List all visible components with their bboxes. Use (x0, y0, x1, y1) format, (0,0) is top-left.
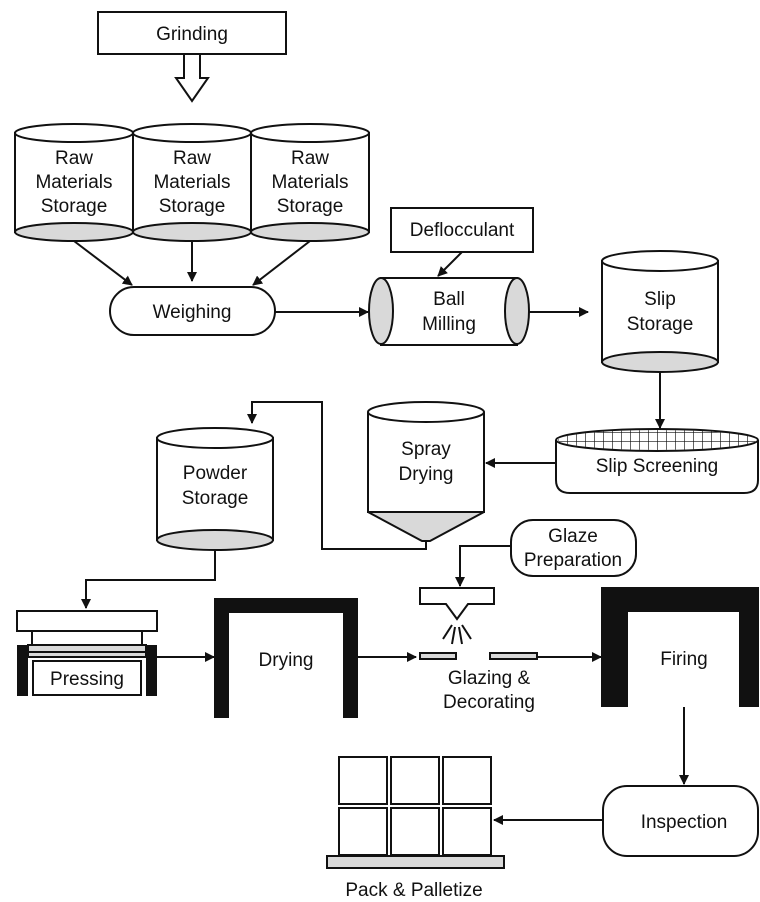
glaze-preparation-node: Glaze Preparation (510, 519, 637, 577)
raw-storage-1-line-3: Storage (41, 196, 108, 217)
grinding-label: Grinding (156, 24, 228, 45)
powder-storage-node: Powder Storage (156, 427, 274, 551)
grinding-node: Grinding (97, 11, 287, 55)
glaze-preparation-line-2: Preparation (524, 550, 622, 571)
pressing-node: Pressing (16, 610, 158, 696)
weighing-label: Weighing (153, 302, 232, 323)
raw-storage-3-line-1: Raw (291, 148, 329, 169)
firing-node: Firing (601, 587, 759, 707)
deflocculant-label: Deflocculant (410, 220, 515, 241)
slip-storage-node: Slip Storage (601, 250, 719, 373)
firing-label: Firing (660, 649, 708, 670)
ball-milling-node: Ball Milling (368, 277, 530, 346)
slip-storage-line-1: Slip (644, 289, 676, 310)
powder-storage-line-2: Storage (182, 488, 249, 509)
raw-materials-storage-2: Raw Materials Storage (132, 123, 252, 242)
glaze-preparation-line-1: Glaze (548, 526, 598, 547)
glazing-decorating-line-2: Decorating (443, 692, 535, 713)
spray-drying-node: Spray Drying (367, 401, 485, 542)
raw-storage-2-line-3: Storage (159, 196, 226, 217)
powder-storage-line-1: Powder (183, 463, 248, 484)
arrow-spraydrying-powderstorage (247, 401, 427, 550)
arrow-storage3-weighing (252, 240, 311, 286)
pack-palletize-node: Pack & Palletize (326, 756, 505, 901)
slip-screening-node: Slip Screening (555, 428, 759, 494)
slip-screening-label: Slip Screening (596, 456, 719, 477)
arrow-powderstorage-pressing (81, 550, 216, 609)
arrow-glaze-glazing (455, 545, 511, 587)
raw-materials-storage-3: Raw Materials Storage (250, 123, 370, 242)
inspection-node: Inspection (602, 785, 759, 857)
raw-storage-1-line-2: Materials (35, 172, 112, 193)
arrow-storage1-weighing (73, 240, 133, 286)
glazing-decorating-line-1: Glazing & (448, 668, 531, 689)
raw-storage-2-line-1: Raw (173, 148, 211, 169)
glazing-decorating-node: Glazing & Decorating (419, 587, 538, 713)
ball-milling-line-1: Ball (433, 289, 465, 310)
arrow-deflocculant-ballmill (437, 251, 463, 277)
spray-lines-icon (442, 624, 472, 645)
weighing-node: Weighing (109, 286, 276, 336)
raw-storage-3-line-2: Materials (271, 172, 348, 193)
drying-label: Drying (259, 650, 314, 671)
spray-drying-line-1: Spray (401, 439, 451, 460)
raw-materials-storage-1: Raw Materials Storage (14, 123, 134, 242)
ball-milling-line-2: Milling (422, 314, 476, 335)
raw-storage-3-line-3: Storage (277, 196, 344, 217)
raw-storage-1-line-1: Raw (55, 148, 93, 169)
spray-drying-line-2: Drying (399, 464, 454, 485)
deflocculant-node: Deflocculant (390, 207, 534, 253)
grinding-hollow-arrow (174, 53, 210, 103)
drying-node: Drying (214, 598, 358, 718)
raw-storage-2-line-2: Materials (153, 172, 230, 193)
pack-palletize-label: Pack & Palletize (345, 880, 482, 901)
slip-storage-line-2: Storage (627, 314, 694, 335)
inspection-label: Inspection (641, 812, 728, 833)
pressing-label: Pressing (50, 669, 124, 690)
